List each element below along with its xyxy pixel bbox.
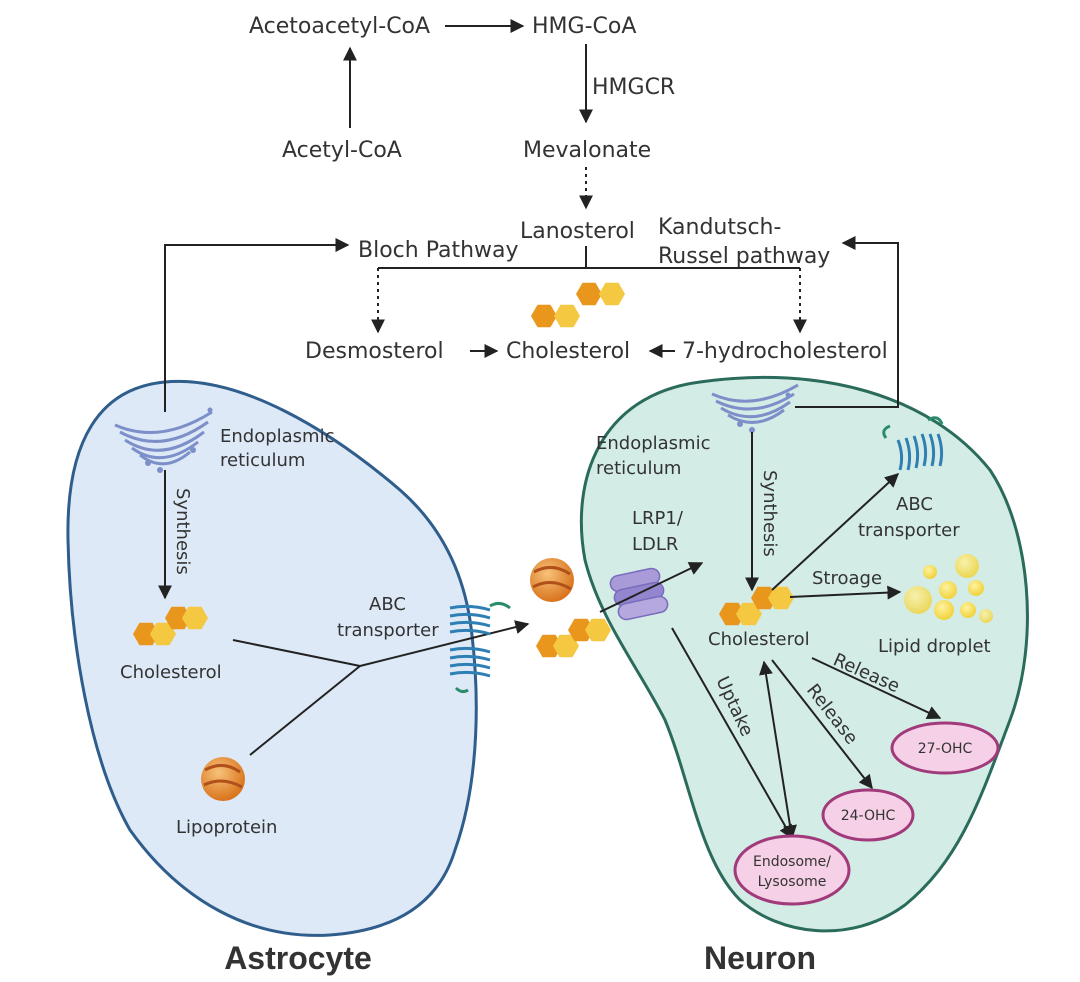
endosome-label-line1: Endosome/	[753, 854, 831, 870]
cholesterol-export-line	[232, 639, 361, 667]
astrocyte-er-icon	[114, 407, 213, 473]
neuron-synthesis-label: Synthesis	[759, 470, 780, 557]
astrocyte-title: Astrocyte	[224, 940, 372, 976]
24-ohc-label: 24-OHC	[841, 808, 896, 824]
neuron-abc-arrow	[771, 473, 900, 591]
acetoacetyl-coa-label: Acetoacetyl-CoA	[249, 14, 430, 39]
acetyl-coa-label: Acetyl-CoA	[282, 138, 402, 163]
desmosterol-label: Desmosterol	[305, 339, 444, 364]
astrocyte-lipoprotein-icon	[201, 757, 245, 801]
astrocyte-abc-transporter-icon	[449, 601, 511, 694]
bloch-pathway-label: Bloch Pathway	[358, 238, 519, 263]
neuron-to-kandutsch-line	[795, 236, 899, 408]
hmg-coa-label: HMG-CoA	[532, 14, 636, 39]
kandutsch-label-line2: Russel pathway	[658, 244, 830, 269]
astrocyte-lipoprotein-label: Lipoprotein	[176, 817, 277, 838]
cholesterol-label: Cholesterol	[506, 339, 630, 364]
neuron-abc-label-line1: ABC	[896, 494, 933, 515]
storage-arrow	[789, 585, 902, 600]
27-ohc-label: 27-OHC	[918, 741, 973, 757]
neuron-title: Neuron	[704, 940, 816, 976]
neuron-lrp-label-line2: LDLR	[632, 534, 678, 555]
endosome-label-line2: Lysosome	[758, 874, 827, 890]
endosome-cholesterol-arrow	[759, 660, 797, 840]
export-arrow	[359, 620, 530, 667]
neuron-abc-label-line2: transporter	[858, 520, 960, 541]
astrocyte-cholesterol-label: Cholesterol	[120, 662, 222, 683]
7-hydrocholesterol-label: 7-hydrocholesterol	[682, 339, 888, 364]
neuron-er-icon	[711, 383, 799, 433]
endosome-lysosome-oval	[733, 834, 851, 906]
astrocyte-synthesis-label: Synthesis	[172, 488, 193, 575]
neuron-abc-transporter-icon	[882, 416, 944, 471]
astrocyte-abc-label-line1: ABC	[369, 594, 406, 615]
neuron-er-label-line2: reticulum	[596, 458, 681, 479]
extracellular-lipoprotein-icon	[530, 558, 574, 602]
astrocyte-er-label-line2: reticulum	[220, 450, 305, 471]
extracellular-cholesterol-icon	[536, 618, 611, 658]
kandutsch-label-line1: Kandutsch-	[658, 215, 781, 240]
lipid-droplet-label: Lipid droplet	[878, 636, 991, 657]
27-ohc-oval	[890, 721, 1000, 775]
neuron-er-label-line1: Endoplasmic	[596, 433, 711, 454]
cholesterol-molecule-icon	[531, 282, 625, 328]
receptor-entry-arrow	[599, 562, 704, 613]
neuron-cell	[579, 375, 1029, 933]
hmgcr-label: HMGCR	[592, 75, 675, 100]
release-27-ohc-arrow	[811, 657, 942, 719]
neuron-lrp-label-line1: LRP1/	[632, 508, 684, 529]
24-ohc-oval	[821, 788, 915, 842]
lipoprotein-export-line	[249, 665, 361, 756]
lipid-droplet-icon	[904, 554, 993, 623]
astrocyte-abc-label-line2: transporter	[337, 620, 439, 641]
astrocyte-cell	[66, 379, 478, 937]
astrocyte-to-bloch-line	[164, 238, 350, 412]
neuron-cholesterol-label: Cholesterol	[708, 629, 810, 650]
astrocyte-er-label-line1: Endoplasmic	[220, 426, 335, 447]
lanosterol-label: Lanosterol	[520, 219, 635, 244]
mevalonate-label: Mevalonate	[523, 138, 651, 163]
storage-label: Stroage	[812, 568, 882, 589]
